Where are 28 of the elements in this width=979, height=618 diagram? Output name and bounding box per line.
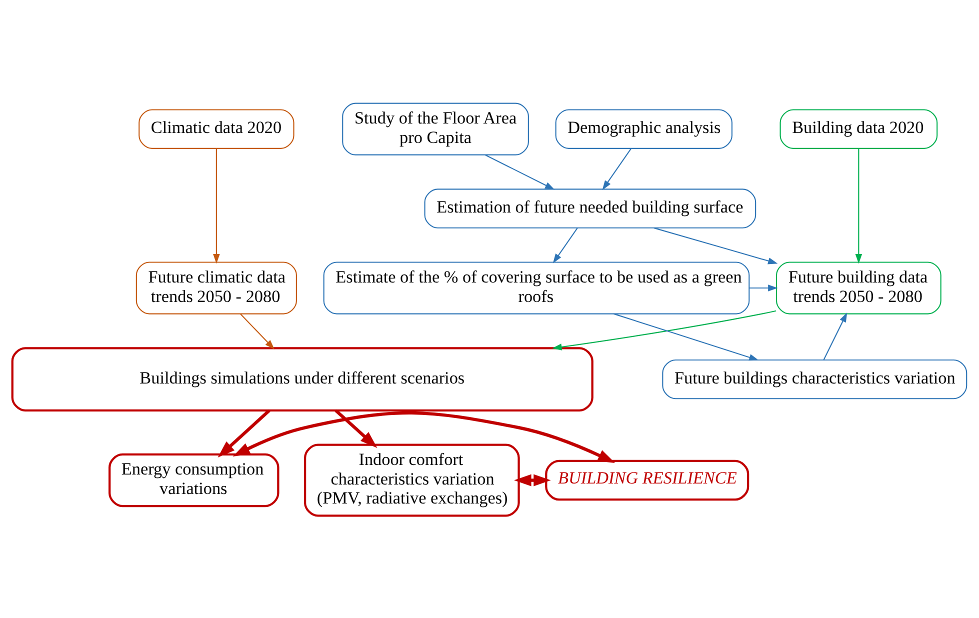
arrow xyxy=(218,408,270,457)
arrow xyxy=(749,284,778,291)
arrow xyxy=(514,474,551,486)
node-box: Indoor comfort characteristics variation (PMV, radiative exchanges) xyxy=(304,443,520,516)
arrow xyxy=(552,227,578,263)
node-box: Buildings simulations under different scenarios xyxy=(11,346,594,412)
node-box: Future building data trends 2050 - 2080 xyxy=(776,261,942,314)
node-box: BUILDING RESILIENCE xyxy=(545,459,750,500)
arrow xyxy=(613,312,759,360)
node-box: Future buildings characteristics variation xyxy=(662,358,968,399)
arrow xyxy=(552,310,776,350)
node-box: Future climatic data trends 2050 - 2080 xyxy=(136,261,297,314)
arrow xyxy=(240,313,274,349)
node-box: Energy consumption variations xyxy=(108,452,280,507)
arrow xyxy=(855,148,862,264)
arrow xyxy=(232,410,616,462)
node-box: Estimation of future needed building surface xyxy=(424,188,756,228)
node-box: Study of the Floor Area pro Capita xyxy=(342,102,529,155)
arrow xyxy=(602,148,632,190)
arrow xyxy=(334,408,378,448)
node-box: Climatic data 2020 xyxy=(138,108,294,148)
arrow xyxy=(823,312,848,360)
arrow xyxy=(485,154,555,190)
arrow xyxy=(213,148,220,264)
arrow xyxy=(654,226,778,264)
node-box: Estimate of the % of covering surface to be used as a green roofs xyxy=(323,261,750,314)
node-box: Building data 2020 xyxy=(780,108,938,148)
node-box: Demographic analysis xyxy=(555,108,732,148)
